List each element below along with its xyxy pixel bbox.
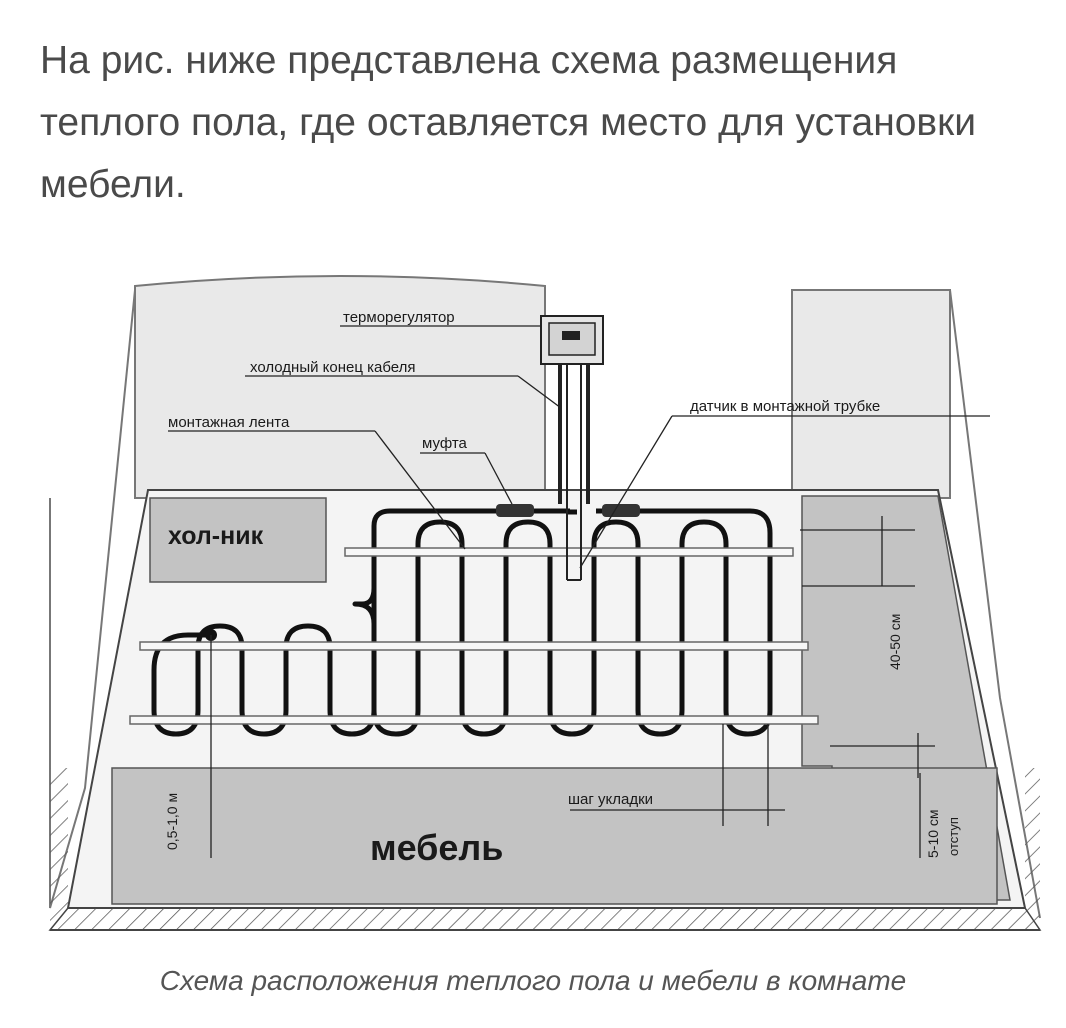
intro-line-2: теплого пола, где оставляется место для … xyxy=(40,101,976,144)
label-mounting-tape: монтажная лента xyxy=(168,414,290,431)
intro-line-3: мебели. xyxy=(40,163,186,206)
figure-caption: Схема расположения теплого пола и мебели… xyxy=(159,965,907,996)
room-walls xyxy=(49,275,1041,919)
label-coupling: муфта xyxy=(422,435,468,452)
label-edge-gap: 5-10 см xyxy=(925,809,941,858)
thermostat xyxy=(540,315,604,365)
callout-lines xyxy=(168,325,990,858)
furniture-label: мебель xyxy=(370,827,503,868)
furniture-zone xyxy=(111,767,998,905)
fridge-zone xyxy=(149,497,327,583)
label-sensor: датчик в монтажной трубке xyxy=(690,398,880,415)
coupling-left xyxy=(496,504,534,517)
coupling-right xyxy=(602,504,640,517)
mounting-tapes xyxy=(129,547,819,725)
label-indent: отступ xyxy=(946,817,961,856)
intro-line-1: На рис. ниже представлена схема размещен… xyxy=(40,39,898,82)
label-thermostat: терморегулятор xyxy=(343,309,455,326)
label-cold-cable-end: холодный конец кабеля xyxy=(250,359,415,376)
label-laying-step: шаг укладки xyxy=(568,791,653,808)
intro-paragraph: На рис. ниже представлена схема размещен… xyxy=(40,30,1040,216)
cold-cable-conduit xyxy=(558,364,590,581)
fridge-label: хол-ник xyxy=(168,522,264,550)
floor-heating-diagram: хол-ник мебель xyxy=(40,268,1050,948)
label-furniture-gap: 40-50 см xyxy=(887,614,903,670)
label-wall-gap: 0,5-1,0 м xyxy=(164,793,180,850)
